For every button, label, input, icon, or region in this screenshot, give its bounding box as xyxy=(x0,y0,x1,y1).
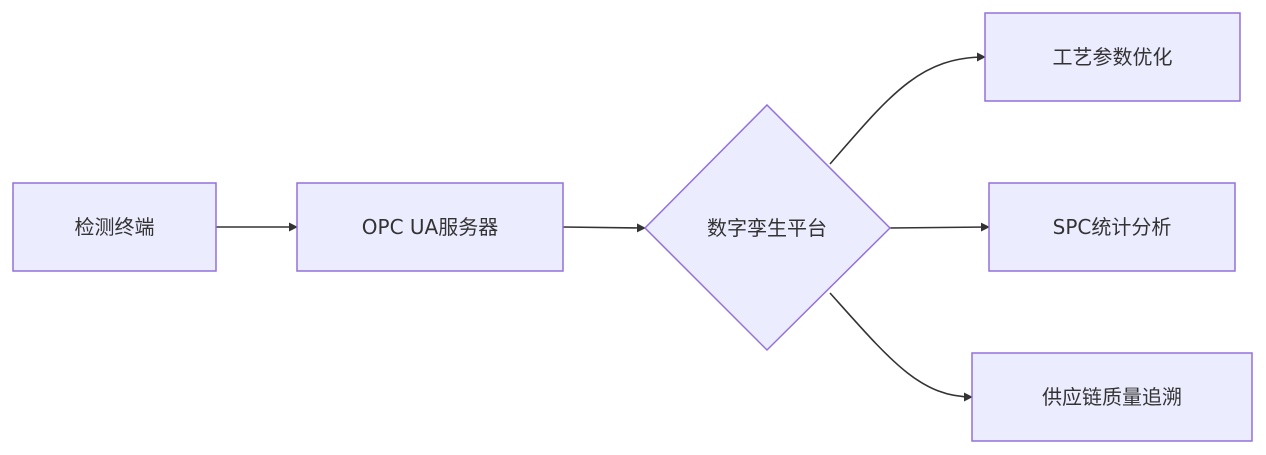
node-supply-chain-traceability[interactable]: 供应链质量追溯 xyxy=(971,352,1253,442)
node-spc-analysis[interactable]: SPC统计分析 xyxy=(988,182,1236,272)
node-detection-terminal[interactable]: 检测终端 xyxy=(12,182,217,272)
node-supply-chain-traceability-label: 供应链质量追溯 xyxy=(1042,385,1182,409)
edge-twin-to-supply xyxy=(829,292,973,402)
node-detection-terminal-label: 检测终端 xyxy=(75,215,155,239)
node-process-param-optimization[interactable]: 工艺参数优化 xyxy=(984,12,1241,102)
node-digital-twin-platform-label: 数字孪生平台 xyxy=(707,216,827,240)
node-digital-twin-platform[interactable]: 数字孪生平台 xyxy=(643,103,892,352)
node-spc-analysis-label: SPC统计分析 xyxy=(1053,215,1172,239)
node-process-param-optimization-label: 工艺参数优化 xyxy=(1053,45,1173,69)
edge-opc-to-twin xyxy=(562,223,646,233)
edge-twin-to-spc xyxy=(887,222,990,232)
edge-twin-to-process xyxy=(829,52,986,165)
node-opc-ua-server-label: OPC UA服务器 xyxy=(362,215,498,239)
node-opc-ua-server[interactable]: OPC UA服务器 xyxy=(296,182,564,272)
